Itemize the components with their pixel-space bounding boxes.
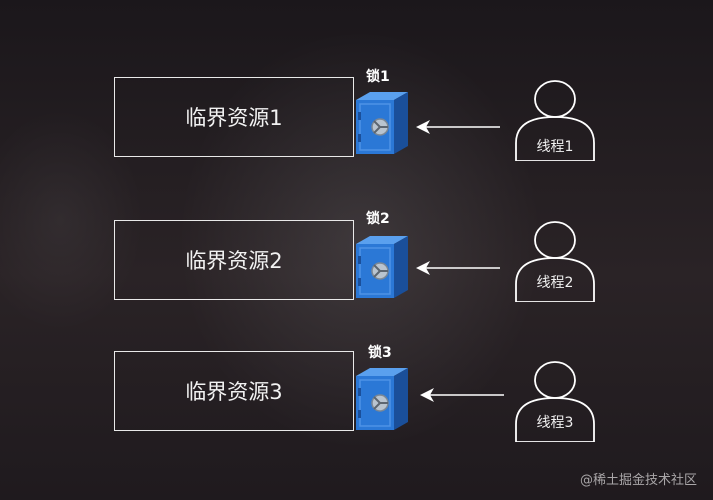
safe-icon xyxy=(356,368,408,430)
user-icon xyxy=(515,80,595,161)
critical-resource-box-3: 临界资源3 xyxy=(114,351,354,431)
lock-label-3: 锁3 xyxy=(368,345,392,361)
lock-label-2: 锁2 xyxy=(366,211,390,227)
watermark: @稀土掘金技术社区 xyxy=(579,473,697,488)
critical-resource-label-1: 临界资源1 xyxy=(185,106,283,130)
critical-resource-label-3: 临界资源3 xyxy=(185,380,283,404)
lock-label-1: 锁1 xyxy=(366,69,390,85)
arrow-icon xyxy=(416,120,500,134)
critical-resource-box-2: 临界资源2 xyxy=(114,220,354,300)
thread-label-3: 线程3 xyxy=(536,415,574,431)
arrow-icon xyxy=(420,388,504,402)
user-icon xyxy=(515,361,595,442)
safe-icon xyxy=(356,92,408,154)
safe-icon xyxy=(356,236,408,298)
user-icon xyxy=(515,221,595,302)
thread-label-1: 线程1 xyxy=(536,139,574,155)
critical-resource-box-1: 临界资源1 xyxy=(114,77,354,157)
thread-label-2: 线程2 xyxy=(536,275,574,291)
critical-resource-label-2: 临界资源2 xyxy=(185,249,283,273)
arrow-icon xyxy=(416,261,500,275)
